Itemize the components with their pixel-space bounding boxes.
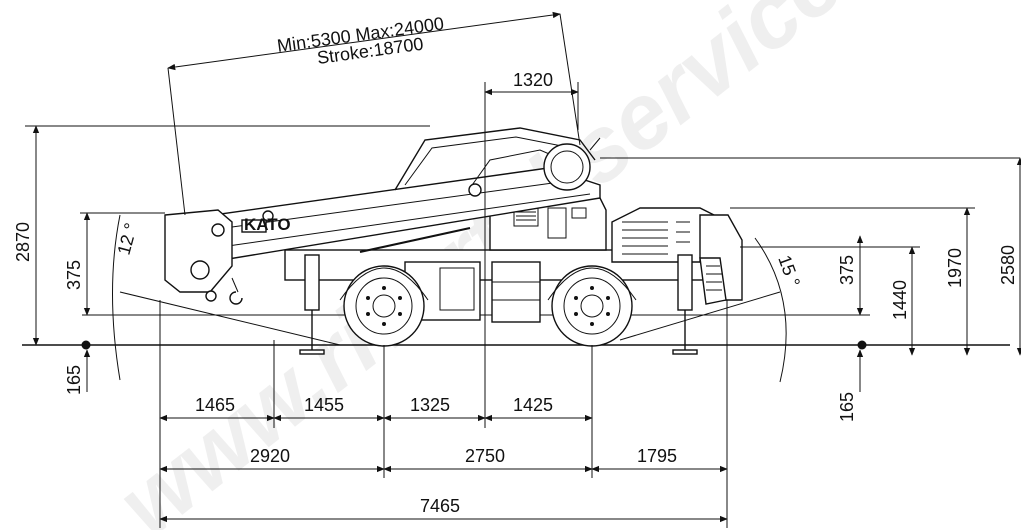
rear-angle-arc [754,237,787,383]
dim-row2-label: 1795 [637,446,677,466]
dim-1320: 1320 [484,70,579,350]
front-angle-arc [112,214,121,381]
boom-rail [394,127,596,191]
dim-1320-label: 1320 [513,70,553,90]
boom-head [164,209,233,293]
dim-row1-label: 1455 [304,395,344,415]
dim-2580-label: 2580 [998,245,1018,285]
front-wheel [343,265,425,347]
rear-wheel [551,265,633,347]
dim-165-right-label: 165 [837,392,857,422]
dim-row1-label: 1425 [513,395,553,415]
dim-row2-label: 2920 [250,446,290,466]
dim-row1-label: 1465 [195,395,235,415]
dim-row2-label: 2750 [465,446,505,466]
hook [229,291,243,305]
logo-plate [241,219,267,233]
left-dimensions: 2870 375 165 12 ° [13,125,430,395]
dim-1440-label: 1440 [890,280,910,320]
dim-2870-label: 2870 [13,222,33,262]
dim-1970-label: 1970 [945,248,965,288]
crane-drawing: KATO [164,127,743,355]
dim-375-left-label: 375 [64,260,84,290]
dim-row1-label: 1325 [410,395,450,415]
dim-165-left-label: 165 [64,365,84,395]
bottom-dimensions: 1465 1455 1325 1425 2920 2750 1795 7465 [159,300,728,528]
left-outrigger-ref-dot [81,340,91,350]
dim-total-label: 7465 [420,496,460,516]
right-outrigger-ref-dot [857,340,867,350]
dim-375-right-label: 375 [837,255,857,285]
right-dimensions: 2580 1970 1440 375 165 15 ° [600,157,1021,422]
outriggers [299,254,698,355]
battery-box [491,261,541,323]
logo-text: KATO [244,215,291,234]
